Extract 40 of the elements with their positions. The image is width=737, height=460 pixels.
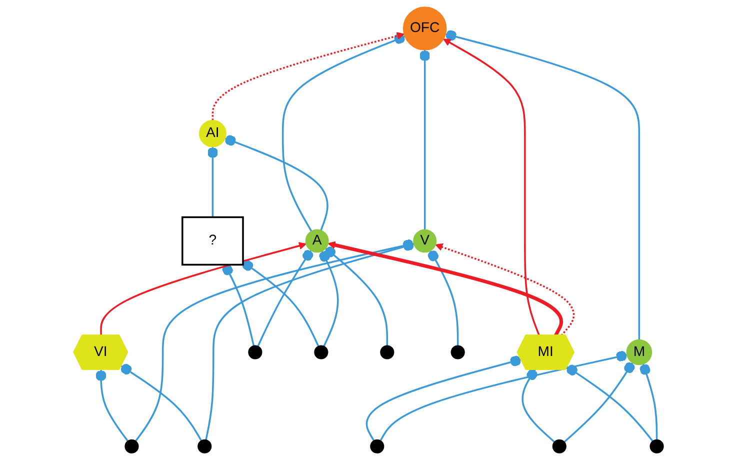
arrow (212, 32, 404, 120)
connector (566, 364, 654, 442)
node-box: ? (182, 216, 244, 266)
arrow (443, 38, 540, 336)
connector (319, 250, 339, 347)
node-circle (380, 345, 394, 360)
node-circle: V (413, 229, 437, 253)
node-circle: AI (199, 120, 226, 148)
arrow (328, 241, 563, 336)
node-circle (124, 439, 139, 454)
node-circle: OFC (402, 6, 447, 50)
arrow (435, 243, 575, 336)
connector (522, 369, 556, 443)
connector (120, 364, 202, 442)
connector (366, 356, 522, 442)
connector (324, 246, 388, 346)
node-circle (198, 439, 212, 454)
connector (224, 135, 328, 231)
connector (380, 350, 628, 442)
connector (242, 260, 320, 347)
connector (207, 146, 218, 218)
connector (282, 33, 406, 232)
connector (420, 50, 430, 230)
node-circle (650, 439, 664, 454)
node-circle (552, 439, 566, 454)
node-circle (314, 345, 328, 360)
node-circle (248, 345, 262, 360)
connector (445, 30, 640, 340)
connector (222, 264, 255, 346)
node-circle: A (305, 229, 329, 253)
connector (134, 239, 414, 442)
node-circle (370, 439, 384, 454)
connector (257, 250, 314, 347)
connector (564, 362, 635, 443)
connector (96, 370, 128, 442)
node-circle (450, 345, 465, 360)
arrow (100, 242, 307, 336)
node-circle: M (626, 339, 652, 366)
connector (640, 364, 658, 440)
connector (428, 250, 459, 346)
